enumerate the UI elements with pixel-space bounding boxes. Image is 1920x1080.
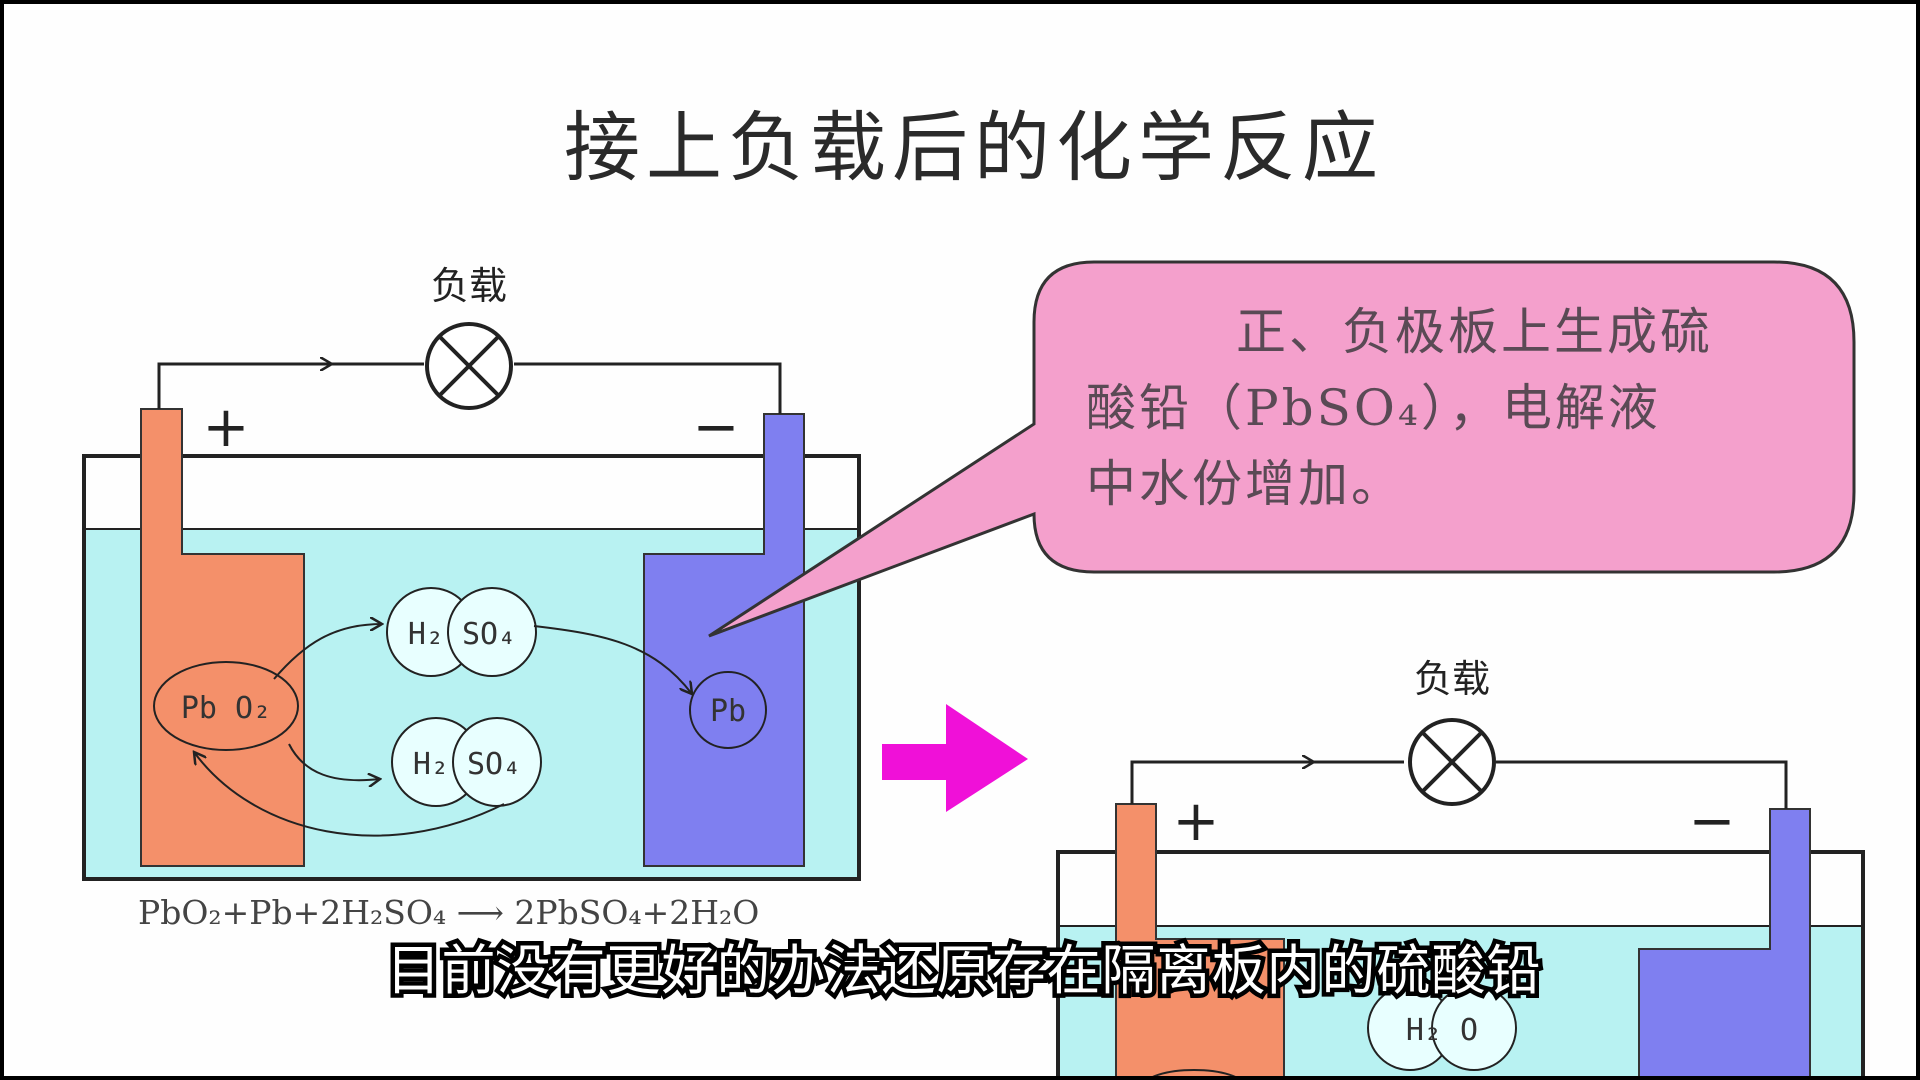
h2o-molecule xyxy=(1367,985,1517,1071)
battery-diagram: 负载 负载 + − + − Pb O₂ H₂ SO₄ H₂ SO₄ Pb H₂ … xyxy=(82,260,1865,1076)
load-label: 负载 xyxy=(1414,657,1490,701)
callout-line-2: 酸铅（PbSO₄），电解液 xyxy=(1086,379,1661,437)
wire-left-a xyxy=(157,362,424,409)
pb-label: Pb xyxy=(710,694,746,729)
pbo2-label: Pb O₂ xyxy=(181,691,271,726)
left-battery xyxy=(82,322,861,881)
subtitle-caption: 目前没有更好的办法还原存在隔离板内的硫酸铅 xyxy=(382,935,1545,1007)
transition-arrow-icon xyxy=(882,704,1028,812)
minus-sign: − xyxy=(693,395,740,460)
battery-container-right xyxy=(1056,850,1865,1076)
h2so4-molecule-bottom xyxy=(391,717,542,807)
h2so4-label-bottom: H₂ SO₄ xyxy=(413,747,521,782)
load-label: 负载 xyxy=(431,264,507,308)
pbo2-molecule xyxy=(153,661,299,751)
positive-plate-left xyxy=(140,408,305,867)
wire-left-b xyxy=(514,362,782,414)
slide-frame: 接上负载后的化学反应 xyxy=(4,4,1916,1076)
callout-line-3: 中水份增加。 xyxy=(1086,455,1404,513)
h2so4-molecule-top xyxy=(386,587,537,677)
callout-text: 正、负极板上生成硫 酸铅（PbSO₄），电解液 中水份增加。 xyxy=(1086,294,1846,522)
slide-title: 接上负载后的化学反应 xyxy=(564,103,1384,192)
minus-sign: − xyxy=(1689,789,1736,854)
lamp-icon xyxy=(1408,718,1496,806)
plus-sign: + xyxy=(1173,789,1220,854)
positive-plate-right xyxy=(1115,803,1285,1076)
lamp-icon xyxy=(425,322,513,410)
callout-line-1: 正、负极板上生成硫 xyxy=(1236,303,1713,361)
h2so4-label-top: H₂ SO₄ xyxy=(408,617,516,652)
h2o-label: H₂ O xyxy=(1406,1013,1478,1048)
reaction-equation: PbO₂+Pb+2H₂SO₄ ⟶ 2PbSO₄+2H₂O xyxy=(138,893,759,932)
negative-plate-left xyxy=(643,413,805,867)
pb-molecule xyxy=(689,671,767,749)
battery-container-left xyxy=(82,454,861,881)
right-battery xyxy=(1056,718,1865,1076)
negative-plate-right xyxy=(1638,808,1811,1076)
callout-bubble xyxy=(708,260,1856,638)
plus-sign: + xyxy=(203,395,250,460)
